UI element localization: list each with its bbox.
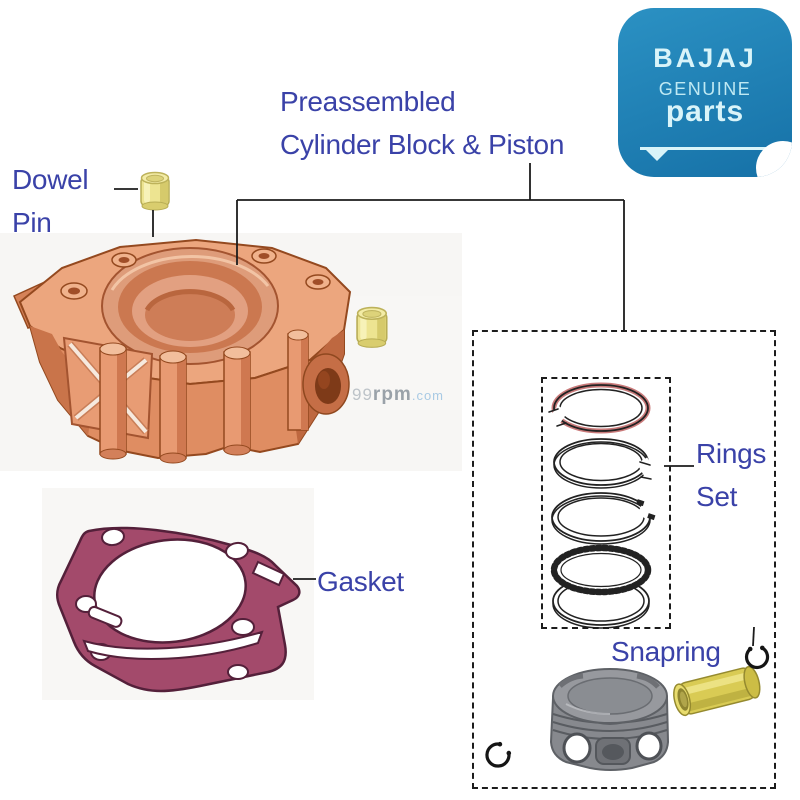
gudgeon-pin-illustration — [673, 665, 761, 717]
piston-pin-hole-left — [562, 732, 592, 764]
dowel-pin-1-illustration — [140, 171, 170, 211]
logo-parts-text: parts — [665, 95, 745, 128]
cylinder-block-illustration — [13, 238, 352, 464]
gasket-label: Gasket — [317, 566, 404, 597]
rings-set-dashed-box — [541, 377, 671, 629]
piston-ring-1 — [546, 382, 651, 434]
logo-down-arrow-icon — [646, 150, 668, 161]
rings-set-illustration — [546, 382, 658, 629]
piston-kit-dashed-box — [472, 330, 776, 789]
piston-pin-hole-right — [635, 731, 663, 761]
piston-ring-2 — [553, 438, 658, 489]
logo-brand-text: BAJAJ — [653, 43, 757, 73]
dowel-pin-label-line1: Dowel — [12, 164, 89, 195]
block-studs — [99, 329, 309, 464]
block-bolt-bosses — [60, 248, 331, 300]
rings-set-label-line2: Set — [696, 481, 738, 512]
bajaj-genuine-parts-logo: BAJAJ GENUINE parts — [618, 8, 792, 177]
watermark-dotcom: .com — [411, 388, 444, 403]
block-bore — [101, 247, 279, 365]
snapring-leader — [752, 626, 755, 647]
piston-ring-4 — [550, 544, 652, 596]
piston-illustration — [549, 668, 670, 771]
dowel-pin-2-illustration — [356, 306, 388, 348]
preassembled-label-line1: Preassembled — [280, 86, 456, 117]
watermark-99rpm: 99rpm.com — [352, 384, 444, 406]
rings-set-label: Rings Set — [696, 432, 766, 518]
preassembled-label: Preassembled Cylinder Block & Piston — [280, 80, 564, 166]
gasket-slot-bottom — [82, 630, 264, 660]
dowel-pin-label: Dowel Pin — [12, 158, 89, 244]
rings-set-label-line1: Rings — [696, 438, 767, 469]
logo-genuine-text: GENUINE — [658, 79, 752, 99]
logo-underline — [640, 147, 774, 150]
piston-ring-3 — [551, 492, 657, 545]
preassembled-label-line2: Cylinder Block & Piston — [280, 129, 565, 160]
block-port-boss — [302, 353, 350, 415]
snapring-label: Snapring — [611, 636, 721, 667]
dowel-pin-label-line2: Pin — [12, 207, 52, 238]
gasket-tab-hole — [251, 560, 286, 587]
watermark-rpm: rpm — [372, 384, 412, 405]
gasket-illustration — [55, 526, 301, 693]
watermark-num: 99 — [352, 385, 373, 404]
snapring-top-illustration — [744, 645, 770, 670]
gasket-slot-left — [87, 605, 123, 628]
snapring-bottom-illustration — [485, 741, 512, 768]
